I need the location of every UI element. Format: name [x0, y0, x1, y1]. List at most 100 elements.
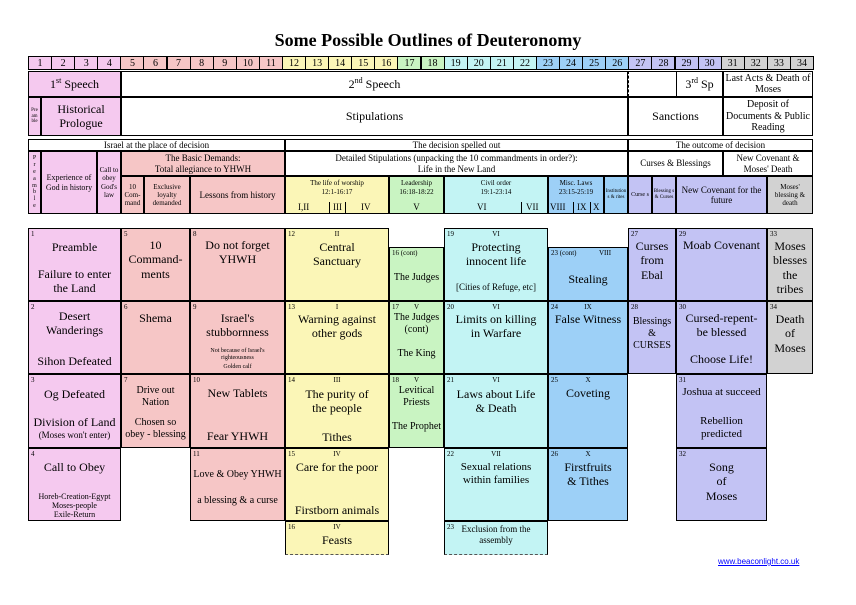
chapter-number-box: 29: [674, 56, 699, 70]
chapter-4-title: Call to Obey: [43, 460, 106, 474]
leadership-roman: V: [413, 202, 420, 212]
chapter-4-line3: Exile-Return: [53, 510, 96, 519]
chapter-number-box: 16: [374, 56, 399, 70]
commandment-roman: V: [413, 303, 420, 311]
chapter-18-subtitle: The Prophet: [391, 421, 442, 432]
chapter-13-cell: 13 I Warning against other gods: [285, 301, 389, 374]
new-covenant-future: New Covenant for the future: [676, 176, 767, 214]
chapter-number: 3: [31, 376, 35, 384]
chapter-number-box: 6: [143, 56, 168, 70]
chapter-7-subtitle: Chosen so obey - blessing: [125, 417, 186, 440]
chapter-9-note2: Golden calf: [223, 364, 252, 370]
chapter-3-title: Og Defeated: [44, 387, 105, 401]
chapter-29-cell: 29 Moab Covenant: [676, 228, 767, 301]
chapter-number: 4: [31, 450, 35, 458]
basic-demands-subtitle: Total allegiance to YHWH: [154, 163, 252, 174]
chapter-number-box: 8: [189, 56, 214, 70]
chapter-7-cell: 7 Drive out Nation Chosen so obey - bles…: [121, 374, 190, 448]
decision-place: Israel at the place of decision: [28, 139, 285, 151]
chapter-number-box: 14: [328, 56, 353, 70]
chapter-19-cell: 19 VI Protecting innocent life [Cities o…: [444, 228, 548, 301]
chapter-number-box: 26: [605, 56, 630, 70]
chapter-4-cell: 4 Call to Obey Horeb-Creation-Egypt Mose…: [28, 448, 121, 521]
chapter-number-box: 13: [305, 56, 330, 70]
chapter-3-note: (Moses won't enter): [38, 430, 111, 440]
source-link[interactable]: www.beaconlight.co.uk: [718, 557, 800, 566]
leadership-title: Leadership: [400, 179, 433, 187]
chapter-17-cell: 17 V The Judges (cont) The King: [389, 301, 444, 374]
chapter-22-cell: 22 VII Sexual relations within families: [444, 448, 548, 521]
chapter-number: 6: [124, 303, 128, 311]
chapter-number: 28: [631, 303, 638, 311]
chapter-3-subtitle: Division of Land: [33, 415, 116, 429]
chapter-number: 30: [679, 303, 686, 311]
misc-roman-2: IX: [573, 202, 591, 213]
chapter-number: 19: [447, 230, 454, 238]
chapter-number: 20: [447, 303, 454, 311]
ten-command-header: 10 Com- mand: [121, 176, 144, 214]
chapter-8-title: Do not forget YHWH: [205, 238, 270, 267]
chapter-2-cell: 2 Desert Wanderings Sihon Defeated: [28, 301, 121, 374]
chapter-7-title: Drive out Nation: [136, 385, 175, 408]
chapter-17-title: The Judges (cont): [393, 312, 440, 335]
chapter-16-title: Feasts: [322, 533, 352, 547]
misc-roman-3: X: [593, 202, 600, 212]
chapter-10-title: New Tablets: [207, 386, 268, 400]
chapter-34-cell: 34 Death of Moses: [767, 301, 813, 374]
worship-roman-2: III: [329, 202, 346, 213]
chapter-number-box: 4: [97, 56, 122, 70]
chapter-23-cell: 23 Exclusion from the assembly: [444, 521, 548, 555]
chapter-28-title: Blessings & CURSES: [632, 316, 672, 351]
chapter-31-title: Joshua at succeed: [682, 386, 761, 398]
chapter-3-cell: 3 Og Defeated Division of Land (Moses wo…: [28, 374, 121, 448]
commandment-roman: X: [585, 450, 591, 458]
chapter-25-cell: 25 X Coveting: [548, 374, 628, 448]
lessons-from-history: Lessons from history: [190, 176, 285, 214]
chapter-8-cell: 8 Do not forget YHWH: [190, 228, 285, 301]
chapter-1-cell: 1 Preamble Failure to enter the Land: [28, 228, 121, 301]
treaty-stipulations: Stipulations: [121, 97, 628, 136]
chapter-27-cell: 27 Curses from Ebal: [628, 228, 676, 301]
chapter-13-title: Warning against other gods: [297, 312, 376, 341]
chapter-number: 11: [193, 450, 200, 458]
chapter-1-title: Preamble: [51, 240, 98, 254]
commandment-roman: VII: [491, 450, 501, 458]
chapter-number: 21: [447, 376, 454, 384]
chapter-number: 31: [679, 376, 686, 384]
detailed-stipulations: Detailed Stipulations (unpacking the 10 …: [285, 151, 628, 176]
chapter-14-subtitle: Tithes: [322, 430, 352, 444]
chapter-number-box: 22: [512, 56, 537, 70]
chapter-10-cell: 10 New Tablets Fear YHWH: [190, 374, 285, 448]
last-acts: Last Acts & Death of Moses: [723, 71, 813, 97]
chapter-number: 13: [288, 303, 295, 311]
chapter-number-box: 28: [651, 56, 676, 70]
chapter-26-cell: 26 X Firstfruits & Tithes: [548, 448, 628, 521]
commandment-roman: II: [334, 230, 340, 238]
commandment-roman: IX: [584, 303, 592, 311]
chapter-number: 34: [770, 303, 777, 311]
chapter-21-title: Laws about Life & Death: [456, 387, 536, 416]
chapter-number-box: 31: [720, 56, 745, 70]
chapter-number: 32: [679, 450, 686, 458]
chapter-number: 10: [193, 376, 200, 384]
chapter-number-box: 30: [697, 56, 722, 70]
chapter-12-cell: 12 II Central Sanctuary: [285, 228, 389, 301]
chapter-14-cell: 14 III The purity of the people Tithes: [285, 374, 389, 448]
chapter-12-title: Central Sanctuary: [313, 240, 361, 269]
chapter-number-box: 11: [258, 56, 283, 70]
chapter-30-title: Cursed-repent-be blessed: [685, 311, 758, 340]
first-speech-label: 1st Speech: [50, 76, 99, 92]
chapter-18-title: Levitical Priests: [398, 385, 435, 408]
chapter-9-note: Not because of Israel's righteousness: [210, 348, 265, 362]
treaty-preamble: Pre am ble: [28, 97, 41, 136]
chapter-number: 24: [551, 303, 558, 311]
civil-roman-1: VI: [477, 202, 487, 212]
chapter-number-box: 34: [789, 56, 814, 70]
chapter-number-box: 7: [166, 56, 191, 70]
misc-roman-1: VIII: [550, 202, 566, 212]
chapter-number: 7: [124, 376, 128, 384]
chapter-19-title: Protecting innocent life: [465, 240, 527, 269]
civil-order-ref: 19:1-23:14: [480, 188, 512, 196]
chapter-number-box: 3: [74, 56, 99, 70]
chapter-4-line1: Horeb-Creation-Egypt: [38, 492, 111, 501]
